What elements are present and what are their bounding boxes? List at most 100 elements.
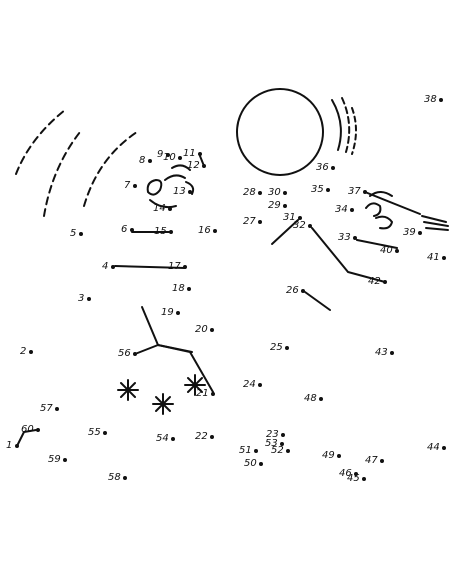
left-brow: [171, 164, 191, 171]
dot-label-40: 40: [380, 245, 393, 256]
dot-31: [298, 216, 302, 220]
dot-9: [166, 153, 170, 157]
dot-36: [331, 166, 335, 170]
dot-label-42: 42: [368, 276, 381, 287]
dot-label-14: 14: [153, 203, 166, 214]
dot-label-31: 31: [283, 212, 296, 223]
dot-label-50: 50: [244, 458, 257, 469]
dot-label-3: 3: [78, 293, 85, 304]
snowflake-2: [152, 393, 174, 415]
dot-4: [111, 265, 115, 269]
dot-label-23: 23: [266, 429, 279, 440]
dot-label-28: 28: [243, 187, 256, 198]
dot-label-60: 60: [21, 424, 34, 435]
dot-label-46: 46: [339, 468, 352, 479]
dot-38: [439, 98, 443, 102]
seg-4-17: [114, 265, 186, 269]
dot-label-4: 4: [102, 261, 109, 272]
snowflake-3: [184, 374, 206, 396]
dot-27: [258, 220, 262, 224]
seg-26: [304, 291, 331, 311]
dot-28: [258, 191, 262, 195]
dot-22: [210, 435, 214, 439]
wind-arc-inner: [83, 131, 138, 207]
sun-ray-arcs: [331, 97, 357, 155]
dot-label-5: 5: [70, 228, 77, 239]
dot-25: [285, 346, 289, 350]
dot-57: [55, 407, 59, 411]
dot-35: [326, 188, 330, 192]
dot-label-2: 2: [20, 346, 27, 357]
dot-label-15: 15: [154, 226, 167, 237]
dot-13: [188, 190, 192, 194]
dot-54: [171, 437, 175, 441]
dot-59: [63, 458, 67, 462]
dot-label-59: 59: [48, 454, 61, 465]
wind-arcs-left: [15, 109, 138, 217]
dot-43: [390, 351, 394, 355]
dot-26: [301, 289, 305, 293]
dot-44: [442, 446, 446, 450]
dot-label-44: 44: [427, 442, 440, 453]
dot-50: [259, 462, 263, 466]
dot-7: [133, 184, 137, 188]
dot-34: [350, 208, 354, 212]
dot-53: [280, 442, 284, 446]
dot-60: [36, 428, 40, 432]
right-hair: [364, 191, 421, 215]
seg-56-upper: [141, 306, 159, 346]
seg-56-21: [157, 344, 214, 393]
dot-label-26: 26: [286, 285, 299, 296]
dot-12: [202, 164, 206, 168]
dot-49: [337, 454, 341, 458]
dot-17: [183, 265, 187, 269]
dot-55: [103, 431, 107, 435]
dot-label-12: 12: [187, 160, 200, 171]
dot-58: [123, 476, 127, 480]
dot-label-10: 10: [163, 152, 176, 163]
dot-label-27: 27: [243, 216, 256, 227]
dot-33: [353, 236, 357, 240]
dot-10: [178, 156, 182, 160]
sun-circle: [236, 88, 324, 176]
dot-11: [198, 152, 202, 156]
dot-label-58: 58: [108, 472, 121, 483]
dot-6: [130, 228, 134, 232]
dot-5: [79, 232, 83, 236]
dot-label-34: 34: [335, 204, 348, 215]
seg-33-40: [356, 239, 398, 249]
dot-39: [418, 231, 422, 235]
seg-32-42: [311, 227, 386, 283]
dot-40: [395, 249, 399, 253]
dot-label-22: 22: [195, 431, 208, 442]
dot-label-32: 32: [293, 220, 306, 231]
dot-21: [211, 392, 215, 396]
dot-label-47: 47: [365, 455, 378, 466]
dot-label-1: 1: [6, 440, 13, 451]
right-face-features: [364, 191, 449, 231]
dot-37: [363, 190, 367, 194]
dot-15: [169, 230, 173, 234]
dot-label-36: 36: [316, 162, 329, 173]
dot-label-37: 37: [348, 186, 361, 197]
dot-20: [210, 328, 214, 332]
right-eye-2: [375, 215, 393, 230]
dot-16: [213, 229, 217, 233]
left-cheek: [164, 174, 186, 181]
dot-3: [87, 297, 91, 301]
dot-label-51: 51: [239, 445, 252, 456]
dot-56: [133, 352, 137, 356]
dot-8: [148, 159, 152, 163]
dot-18: [187, 287, 191, 291]
left-face-features: [146, 164, 195, 209]
dot-label-29: 29: [268, 200, 281, 211]
dot-30: [283, 191, 287, 195]
dot-label-7: 7: [124, 180, 131, 191]
dot-46: [354, 472, 358, 476]
dot-47: [380, 459, 384, 463]
dot-41: [442, 256, 446, 260]
dot-label-17: 17: [168, 261, 181, 272]
left-mouth: [149, 199, 177, 209]
left-nose: [185, 181, 195, 195]
